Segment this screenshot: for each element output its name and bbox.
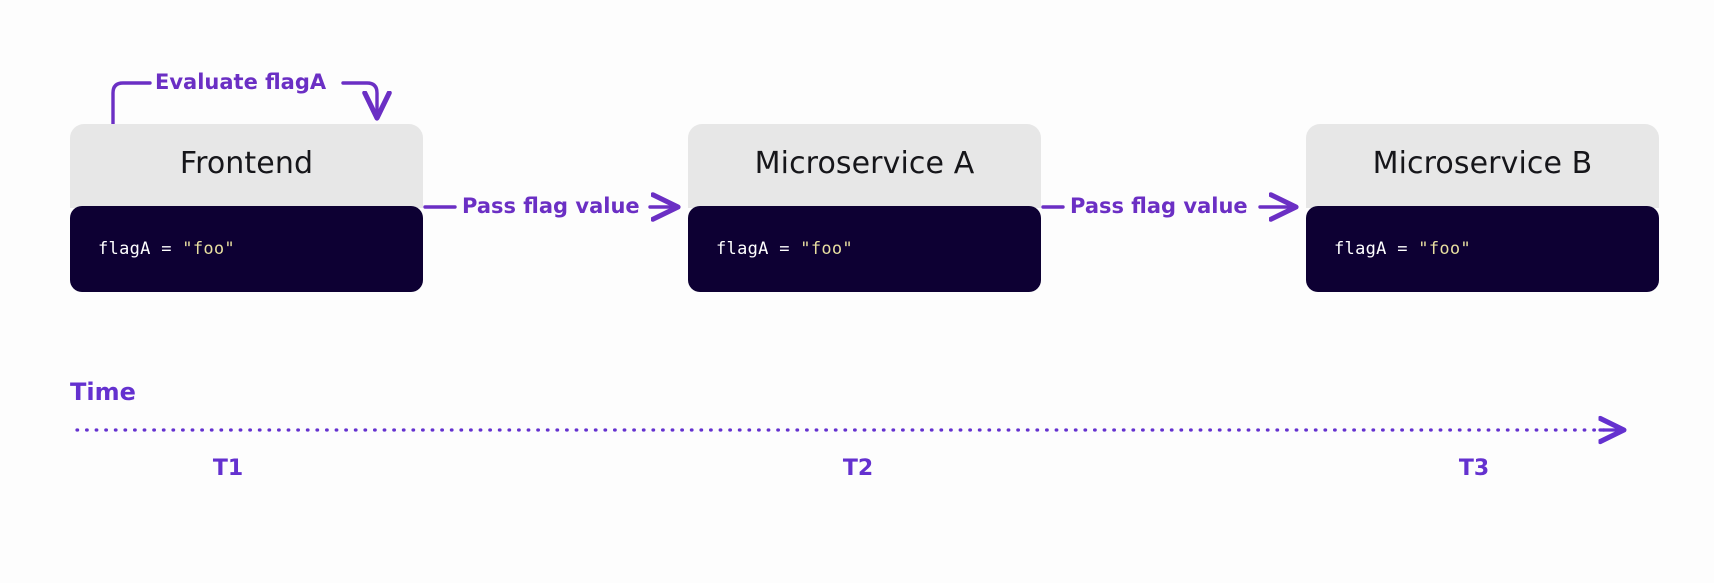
service-code-microservice-b: flagA = "foo" (1306, 206, 1659, 292)
service-header-frontend: Frontend (70, 124, 423, 208)
code-snippet: flagA = "foo" (716, 239, 853, 259)
service-box-microservice-a: Microservice A flagA = "foo" (688, 124, 1041, 292)
service-header-microservice-a: Microservice A (688, 124, 1041, 208)
service-title: Frontend (179, 146, 314, 181)
code-string-value: "foo" (1418, 239, 1471, 259)
timeline-axis-label: Time (70, 378, 136, 406)
connector-label-pass-flag-2: Pass flag value (1070, 194, 1248, 218)
timeline-tick-t3: T3 (1458, 456, 1490, 481)
code-variable: flagA = (98, 239, 183, 259)
timeline-tick-t2: T2 (842, 456, 874, 481)
code-snippet: flagA = "foo" (98, 239, 235, 259)
connector-label-pass-flag-1: Pass flag value (462, 194, 640, 218)
service-box-frontend: Frontend flagA = "foo" (70, 124, 423, 292)
service-box-microservice-b: Microservice B flagA = "foo" (1306, 124, 1659, 292)
code-variable: flagA = (716, 239, 801, 259)
connector-label-evaluate: Evaluate flagA (155, 70, 327, 94)
code-string-value: "foo" (182, 239, 235, 259)
service-code-microservice-a: flagA = "foo" (688, 206, 1041, 292)
code-string-value: "foo" (800, 239, 853, 259)
code-snippet: flagA = "foo" (1334, 239, 1471, 259)
service-title: Microservice B (1372, 146, 1593, 181)
code-variable: flagA = (1334, 239, 1419, 259)
service-code-frontend: flagA = "foo" (70, 206, 423, 292)
service-title: Microservice A (754, 146, 975, 181)
timeline-tick-t1: T1 (212, 456, 244, 481)
service-header-microservice-b: Microservice B (1306, 124, 1659, 208)
